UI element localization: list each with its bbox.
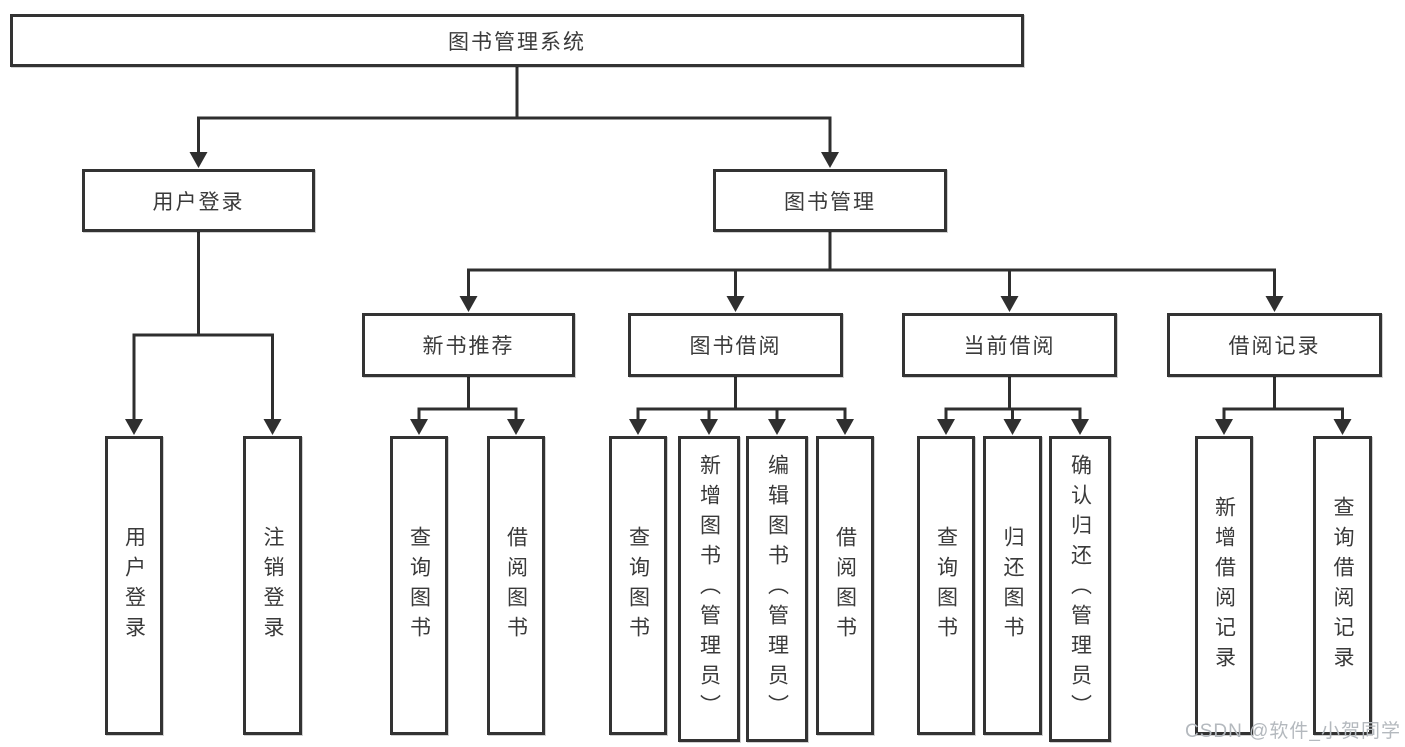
node-label: 编辑图书（管理员）	[765, 454, 789, 724]
node-label: 借阅图书	[504, 525, 528, 646]
arrowhead-icon	[263, 419, 282, 435]
node-label: 查询图书	[407, 525, 431, 646]
node-label: 当前借阅	[963, 335, 1056, 358]
arrowhead-icon	[1265, 296, 1284, 312]
arrowhead-icon	[1215, 419, 1233, 435]
node-label: 查询图书	[934, 525, 958, 646]
arrowhead-icon	[1333, 419, 1352, 435]
node-cb-confirm: 确认归还（管理员）	[1049, 436, 1111, 742]
node-borrow-records: 借阅记录	[1167, 313, 1382, 377]
node-root: 图书管理系统	[10, 14, 1024, 67]
node-ul-login: 用户登录	[105, 436, 163, 735]
node-nbr-query: 查询图书	[390, 436, 448, 735]
node-label: 查询图书	[626, 525, 650, 646]
arrowhead-icon	[629, 419, 647, 435]
arrowhead-icon	[459, 296, 478, 312]
arrowhead-icon	[726, 296, 745, 312]
arrowhead-icon	[507, 419, 525, 435]
node-label: 查询借阅记录	[1331, 495, 1354, 676]
node-label: 新增借阅记录	[1212, 495, 1236, 676]
arrowhead-icon	[768, 419, 786, 435]
node-new-book-rec: 新书推荐	[362, 313, 575, 377]
node-bb-borrow: 借阅图书	[816, 436, 874, 735]
node-label: 新书推荐	[422, 335, 515, 358]
arrowhead-icon	[189, 152, 208, 168]
arrowhead-icon	[1003, 419, 1022, 435]
node-label: 图书管理	[784, 190, 876, 214]
node-label: 归还图书	[1001, 525, 1024, 646]
node-label: 用户登录	[152, 190, 245, 214]
arrowhead-icon	[700, 419, 718, 435]
node-cb-query: 查询图书	[917, 436, 975, 735]
node-label: 新增图书（管理员）	[697, 454, 721, 724]
arrowhead-icon	[125, 419, 143, 435]
node-current-borrow: 当前借阅	[902, 313, 1117, 377]
node-label: 借阅图书	[833, 525, 857, 646]
node-book-mgmt: 图书管理	[713, 169, 947, 232]
node-br-query: 查询借阅记录	[1313, 436, 1372, 735]
node-user-login: 用户登录	[82, 169, 315, 232]
node-book-borrow: 图书借阅	[628, 313, 843, 377]
node-bb-add: 新增图书（管理员）	[678, 436, 740, 742]
node-label: 图书管理系统	[448, 30, 586, 54]
node-cb-return: 归还图书	[983, 436, 1042, 735]
node-nbr-borrow: 借阅图书	[487, 436, 545, 735]
arrowhead-icon	[821, 152, 839, 168]
node-label: 注销登录	[261, 525, 284, 646]
arrowhead-icon	[937, 419, 955, 435]
watermark: CSDN @软件_小贺同学	[1185, 721, 1401, 742]
node-label: 借阅记录	[1228, 335, 1321, 358]
node-bb-edit: 编辑图书（管理员）	[746, 436, 808, 742]
arrowhead-icon	[836, 419, 854, 435]
arrowhead-icon	[1071, 419, 1089, 435]
node-label: 确认归还（管理员）	[1068, 454, 1092, 724]
node-bb-query: 查询图书	[609, 436, 667, 735]
node-ul-logout: 注销登录	[243, 436, 302, 735]
node-label: 图书借阅	[689, 335, 782, 358]
arrowhead-icon	[1000, 296, 1019, 312]
node-br-add: 新增借阅记录	[1195, 436, 1253, 735]
node-label: 用户登录	[122, 525, 146, 646]
arrowhead-icon	[410, 419, 428, 435]
